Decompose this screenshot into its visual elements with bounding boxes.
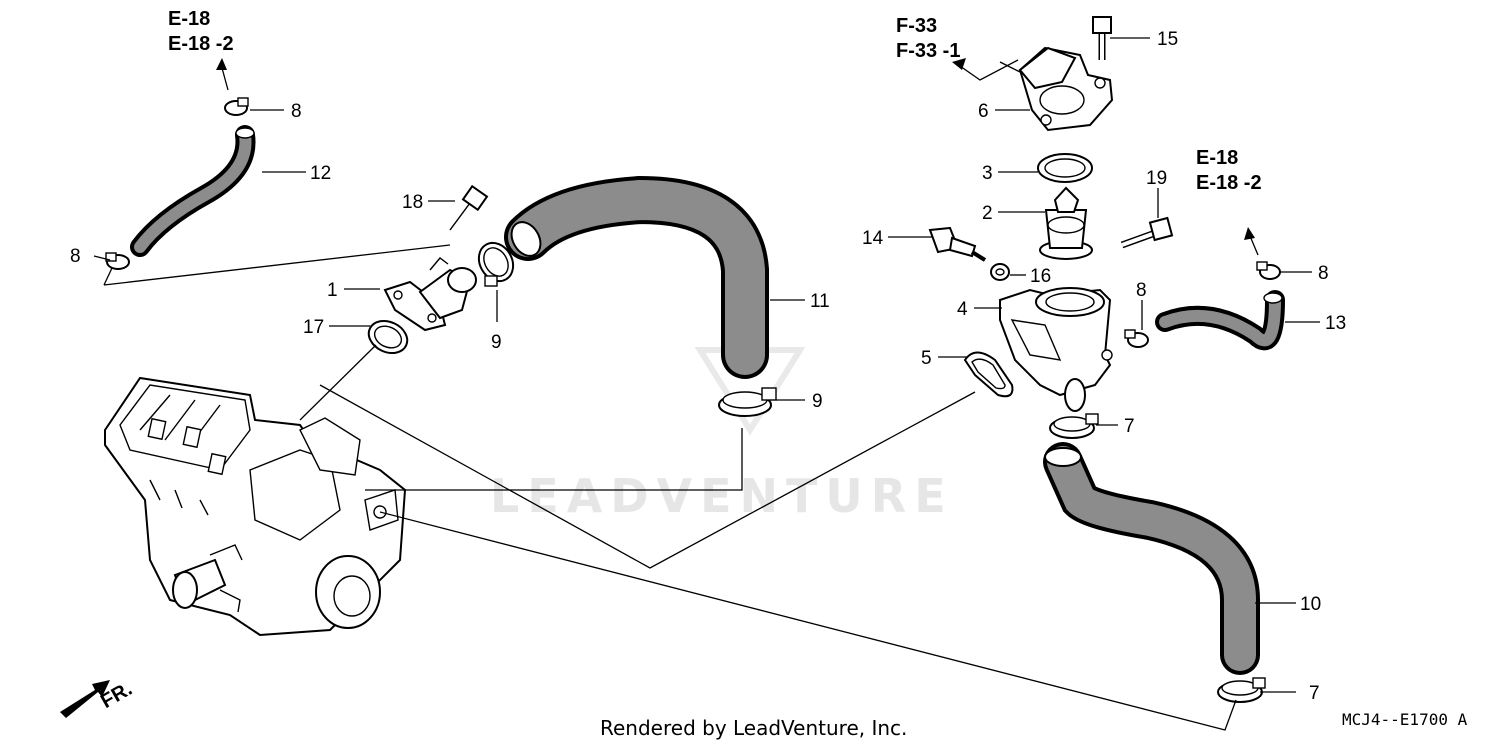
clamp-9-lower bbox=[718, 387, 777, 417]
callout-2: 2 bbox=[982, 203, 993, 224]
callout-10: 10 bbox=[1300, 594, 1321, 615]
clamp-9-upper bbox=[477, 241, 515, 287]
gasket-5 bbox=[963, 351, 1014, 398]
callout-15: 15 bbox=[1157, 29, 1178, 50]
bolt-19 bbox=[1120, 216, 1174, 249]
clamp-7-lower bbox=[1217, 677, 1266, 703]
callout-13: 13 bbox=[1325, 313, 1346, 334]
callout-8-mid-right: 8 bbox=[1136, 280, 1147, 301]
front-direction-arrow: FR. bbox=[60, 678, 136, 718]
water-outlet-1 bbox=[383, 257, 477, 332]
leader-lines bbox=[93, 37, 1320, 731]
credit-text: Rendered by LeadVenture, Inc. bbox=[600, 716, 908, 740]
gasket-17 bbox=[367, 319, 409, 355]
washer-16 bbox=[990, 263, 1010, 281]
callout-8-right: 8 bbox=[1318, 263, 1329, 284]
callout-11: 11 bbox=[810, 291, 830, 312]
bolt-15 bbox=[1092, 16, 1112, 60]
callout-19: 19 bbox=[1146, 168, 1167, 189]
ref-top-left-1: E-18 bbox=[168, 8, 210, 30]
callout-8-upper-left: 8 bbox=[291, 101, 302, 122]
callout-12: 12 bbox=[310, 163, 331, 184]
ref-right-1: E-18 bbox=[1196, 147, 1238, 169]
bolt-18 bbox=[449, 184, 489, 231]
hose-11 bbox=[504, 175, 769, 379]
hose-13 bbox=[1155, 290, 1285, 351]
ref-top-center-2: F-33 -1 bbox=[896, 40, 960, 62]
callout-4: 4 bbox=[957, 299, 968, 320]
hose-12 bbox=[130, 125, 256, 257]
callout-9-lower: 9 bbox=[812, 391, 823, 412]
callout-6: 6 bbox=[978, 101, 989, 122]
callout-3: 3 bbox=[982, 163, 993, 184]
thermostat-2 bbox=[1039, 186, 1093, 260]
ref-top-center-1: F-33 bbox=[896, 15, 937, 37]
clamp-8-lower-left bbox=[105, 252, 130, 270]
clamp-8-right bbox=[1256, 261, 1281, 280]
hose-10 bbox=[1043, 442, 1260, 675]
thermostat-housing-4 bbox=[999, 287, 1113, 412]
callout-1: 1 bbox=[327, 280, 338, 301]
callout-9-upper: 9 bbox=[491, 332, 502, 353]
ref-right-2: E-18 -2 bbox=[1196, 172, 1262, 194]
callout-17: 17 bbox=[303, 317, 324, 338]
diagram-code: MCJ4--E1700 A bbox=[1342, 710, 1468, 729]
callout-7-upper: 7 bbox=[1124, 416, 1135, 437]
sensor-14 bbox=[928, 226, 987, 262]
ref-top-left-2: E-18 -2 bbox=[168, 33, 234, 55]
callout-8-lower-left: 8 bbox=[70, 246, 81, 267]
o-ring-3 bbox=[1037, 153, 1093, 183]
callout-5: 5 bbox=[921, 348, 932, 369]
clamp-7-upper bbox=[1049, 413, 1099, 439]
thermostat-cover-6 bbox=[999, 46, 1114, 132]
clamp-8-upper-left bbox=[224, 97, 249, 116]
engine-block bbox=[104, 376, 407, 637]
callout-16: 16 bbox=[1030, 266, 1051, 287]
watermark-text: LEADVENTURE bbox=[490, 469, 954, 523]
callout-7-lower: 7 bbox=[1309, 683, 1320, 704]
clamp-8-mid-right bbox=[1124, 329, 1149, 348]
callout-14: 14 bbox=[862, 228, 884, 249]
callout-18: 18 bbox=[402, 192, 423, 213]
